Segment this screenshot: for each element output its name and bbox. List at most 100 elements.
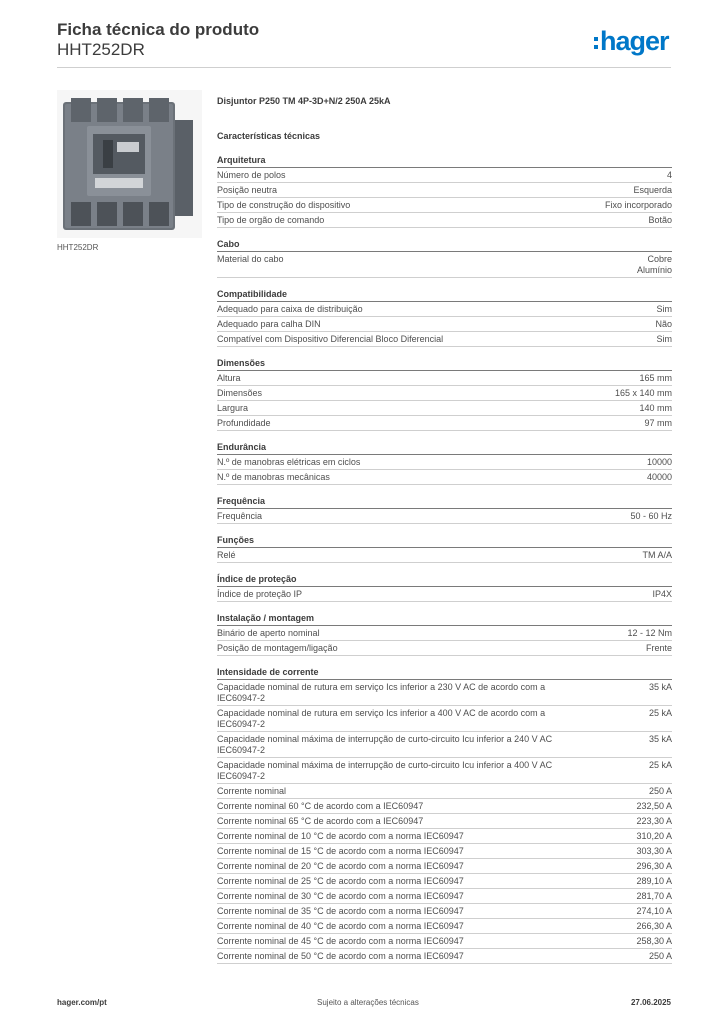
spec-label: Binário de aperto nominal bbox=[217, 628, 320, 638]
spec-value: 50 - 60 Hz bbox=[630, 511, 672, 522]
spec-label: Material do cabo bbox=[217, 254, 284, 264]
spec-row: Capacidade nominal de rutura em serviço … bbox=[217, 706, 672, 732]
spec-value-line: Não bbox=[655, 319, 672, 329]
product-image-caption: HHT252DR bbox=[57, 243, 99, 252]
section-title: Endurância bbox=[217, 442, 672, 455]
header-divider bbox=[57, 67, 671, 68]
spec-value: 281,70 A bbox=[636, 891, 672, 902]
spec-label: Capacidade nominal máxima de interrupção… bbox=[217, 760, 553, 781]
spec-row: Frequência 50 - 60 Hz bbox=[217, 509, 672, 524]
spec-label: Tipo de orgão de comando bbox=[217, 215, 325, 225]
spec-label: Tipo de construção do dispositivo bbox=[217, 200, 351, 210]
spec-row: Corrente nominal de 40 °C de acordo com … bbox=[217, 919, 672, 934]
spec-value: 10000 bbox=[647, 457, 672, 468]
spec-value: 223,30 A bbox=[636, 816, 672, 827]
spec-label: Frequência bbox=[217, 511, 263, 521]
spec-value: 232,50 A bbox=[636, 801, 672, 812]
spec-value: 4 bbox=[667, 170, 672, 181]
spec-value: Botão bbox=[648, 215, 672, 226]
spec-value: TM A/A bbox=[642, 550, 672, 561]
spec-value-line: 25 kA bbox=[648, 708, 672, 718]
spec-label: Posição neutra bbox=[217, 185, 278, 195]
technical-characteristics-heading: Características técnicas bbox=[217, 131, 321, 141]
spec-label: Capacidade nominal de rutura em serviço … bbox=[217, 682, 546, 703]
spec-value-line: 10000 bbox=[646, 457, 672, 467]
spec-row: Corrente nominal de 20 °C de acordo com … bbox=[217, 859, 672, 874]
spec-label: Corrente nominal 60 °C de acordo com a I… bbox=[217, 801, 424, 811]
spec-row: Corrente nominal de 15 °C de acordo com … bbox=[217, 844, 672, 859]
spec-value: Sim bbox=[657, 334, 673, 345]
spec-label: Número de polos bbox=[217, 170, 286, 180]
spec-value-line: 165 x 140 mm bbox=[614, 388, 672, 398]
spec-value-line: IP4X bbox=[652, 589, 672, 599]
spec-label: Compatível com Dispositivo Diferencial B… bbox=[217, 334, 444, 344]
spec-value: 310,20 A bbox=[636, 831, 672, 842]
spec-row: Índice de proteção IP IP4X bbox=[217, 587, 672, 602]
product-details: Disjuntor P250 TM 4P-3D+N/2 250A 25kA Ca… bbox=[217, 96, 672, 964]
section-title: Cabo bbox=[217, 239, 672, 252]
spec-value-line: 303,30 A bbox=[636, 846, 672, 856]
spec-row: Tipo de construção do dispositivo Fixo in… bbox=[217, 198, 672, 213]
spec-value-line: Esquerda bbox=[633, 185, 672, 195]
spec-value: 250 A bbox=[649, 786, 672, 797]
spec-label: Índice de proteção IP bbox=[217, 589, 303, 599]
spec-value-line: 250 A bbox=[648, 786, 672, 796]
spec-label: Corrente nominal de 30 °C de acordo com … bbox=[217, 891, 464, 901]
spec-value: 35 kA bbox=[649, 682, 672, 693]
logo-text: hager bbox=[600, 26, 670, 56]
spec-value-line: 35 kA bbox=[648, 682, 672, 692]
spec-value-line: 289,10 A bbox=[636, 876, 672, 886]
footer-url: hager.com/pt bbox=[57, 998, 107, 1007]
spec-value: 289,10 A bbox=[636, 876, 672, 887]
spec-value: Fixo incorporado bbox=[605, 200, 672, 211]
spec-row: Número de polos 4 bbox=[217, 168, 672, 183]
spec-label: Corrente nominal de 45 °C de acordo com … bbox=[217, 936, 464, 946]
hager-logo: hager bbox=[594, 26, 670, 56]
spec-value: 303,30 A bbox=[636, 846, 672, 857]
spec-row: Corrente nominal 65 °C de acordo com a I… bbox=[217, 814, 672, 829]
spec-value: 35 kA bbox=[649, 734, 672, 745]
spec-value-line: 258,30 A bbox=[636, 936, 672, 946]
spec-row: Binário de aperto nominal 12 - 12 Nm bbox=[217, 626, 672, 641]
section-title: Intensidade de corrente bbox=[217, 667, 672, 680]
spec-value: 12 - 12 Nm bbox=[627, 628, 672, 639]
spec-value: Sim bbox=[657, 304, 673, 315]
spec-row: Tipo de orgão de comando Botão bbox=[217, 213, 672, 228]
spec-value-line: 4 bbox=[666, 170, 672, 180]
spec-value-line: Fixo incorporado bbox=[604, 200, 672, 210]
spec-value-line: 35 kA bbox=[648, 734, 672, 744]
spec-row: Posição neutra Esquerda bbox=[217, 183, 672, 198]
spec-label: Profundidade bbox=[217, 418, 271, 428]
spec-value: 165 x 140 mm bbox=[615, 388, 672, 399]
spec-value: Frente bbox=[646, 643, 672, 654]
spec-value: Não bbox=[655, 319, 672, 330]
product-name: Disjuntor P250 TM 4P-3D+N/2 250A 25kA bbox=[217, 96, 391, 106]
spec-value: 40000 bbox=[647, 472, 672, 483]
spec-value: 296,30 A bbox=[636, 861, 672, 872]
spec-value-line: 12 - 12 Nm bbox=[627, 628, 672, 638]
spec-row: Adequado para caixa de distribuição Sim bbox=[217, 302, 672, 317]
spec-label: Posição de montagem/ligação bbox=[217, 643, 338, 653]
product-image bbox=[57, 90, 202, 238]
spec-label: Corrente nominal de 40 °C de acordo com … bbox=[217, 921, 464, 931]
spec-value-line: Cobre bbox=[647, 254, 672, 264]
section-title: Funções bbox=[217, 535, 672, 548]
spec-value: 274,10 A bbox=[636, 906, 672, 917]
spec-value: 250 A bbox=[649, 951, 672, 962]
spec-label: Adequado para caixa de distribuição bbox=[217, 304, 363, 314]
spec-value: 258,30 A bbox=[636, 936, 672, 947]
